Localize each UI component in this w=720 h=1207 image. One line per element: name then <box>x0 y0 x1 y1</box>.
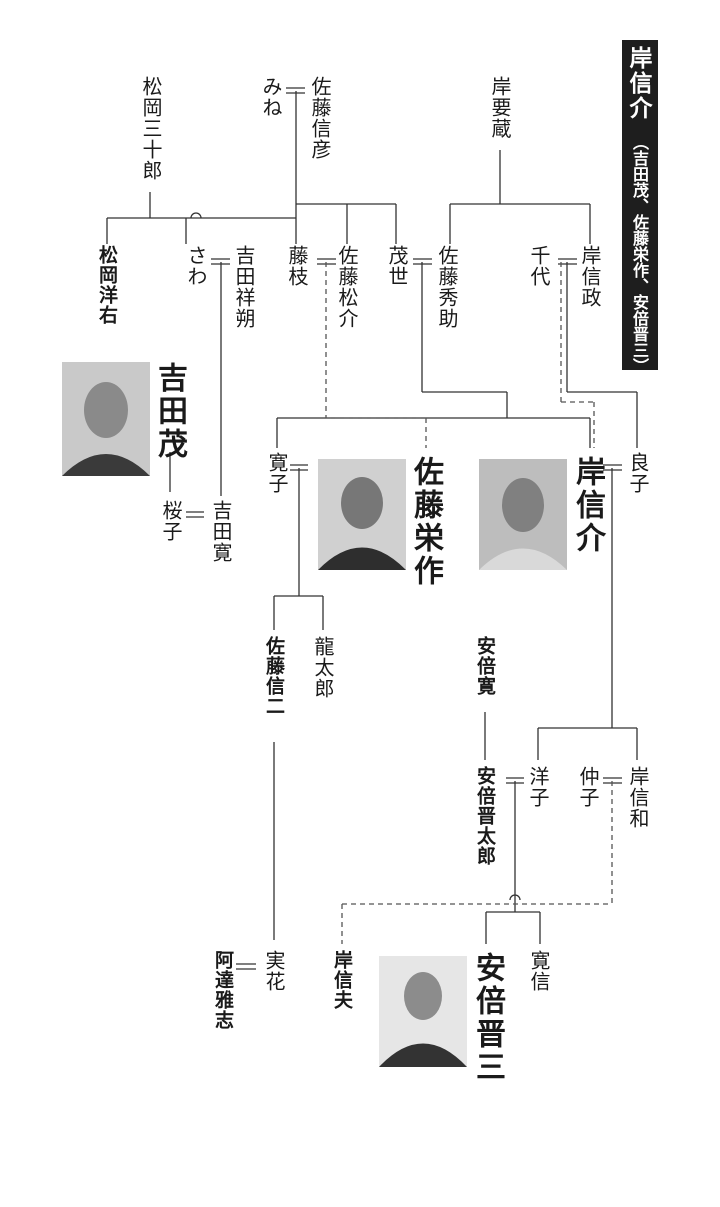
person-nakako: 仲子 <box>576 766 600 808</box>
portrait-icon <box>318 459 406 570</box>
person-abe-kan: 安倍寛 <box>474 636 496 696</box>
person-mika: 実花 <box>262 950 286 992</box>
person-mine: みね <box>259 76 283 118</box>
yoshida-shigeru-portrait-photo <box>62 362 150 476</box>
person-fujie: 藤枝 <box>285 245 309 287</box>
portrait-icon <box>62 362 150 476</box>
person-yoshiko: 良子 <box>626 452 650 494</box>
person-sato-matsusuke: 佐藤松介 <box>335 245 359 329</box>
portrait-icon <box>379 956 467 1067</box>
kishi-nobusuke-portrait-photo <box>479 459 567 570</box>
person-yoshida-hiroshi: 吉田寛 <box>209 500 233 563</box>
person-sato-eisaku: 佐藤栄作 <box>408 456 443 588</box>
person-abe-shintaro: 安倍晋太郎 <box>474 766 496 866</box>
person-matsuoka-yosuke: 松岡洋右 <box>96 245 118 325</box>
title-sub: （吉田茂、佐藤栄作、安倍晋三） <box>630 134 649 374</box>
person-hironobu: 寛信 <box>527 950 551 992</box>
person-matsuoka-sanjuro: 松岡三十郎 <box>139 76 163 181</box>
person-sato-hidesuke: 佐藤秀助 <box>435 245 459 329</box>
person-kishi-nobumasa: 岸信政 <box>578 245 602 308</box>
person-sato-shinji: 佐藤信二 <box>263 636 285 716</box>
person-kishi-nobukazu: 岸信和 <box>626 766 650 829</box>
portrait-icon <box>479 459 567 570</box>
person-yoshida-shigeru: 吉田茂 <box>152 362 187 461</box>
sato-eisaku-portrait-photo <box>318 459 406 570</box>
person-ryutaro: 龍太郎 <box>311 636 335 699</box>
title-main: 岸信介 <box>625 46 651 121</box>
person-kishi-nobuo: 岸信夫 <box>331 950 353 1010</box>
person-abe-shinzo: 安倍晋三 <box>470 952 505 1084</box>
person-sato-nobuhiko: 佐藤信彦 <box>308 76 332 160</box>
person-yoko: 洋子 <box>526 766 550 808</box>
person-ado-masashi: 阿達雅志 <box>212 950 234 1030</box>
abe-shinzo-portrait-photo <box>379 956 467 1067</box>
person-yoshida-shosaku: 吉田祥朔 <box>232 245 256 329</box>
title-box: 岸信介 （吉田茂、佐藤栄作、安倍晋三） <box>622 40 658 374</box>
person-kishi-nobusuke: 岸信介 <box>570 456 605 555</box>
person-chiyo: 千代 <box>527 245 551 287</box>
person-sawa: さわ <box>184 245 208 287</box>
person-sakurako: 桜子 <box>159 500 183 542</box>
person-hiroko: 寛子 <box>265 452 289 494</box>
person-kishi-yozo: 岸要蔵 <box>488 76 512 139</box>
person-moyo: 茂世 <box>385 245 409 287</box>
